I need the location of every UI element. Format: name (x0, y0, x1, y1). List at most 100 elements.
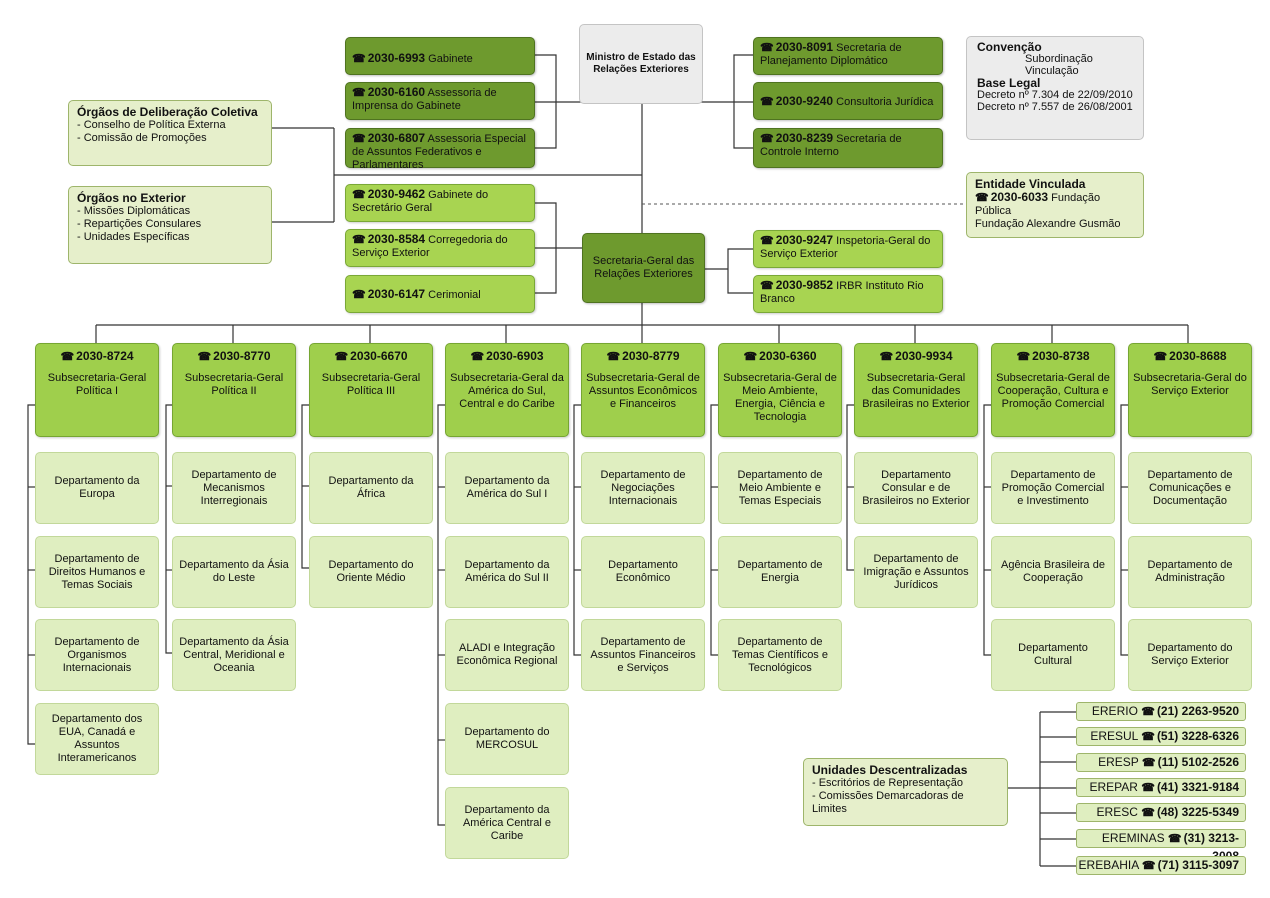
cabinet-box-press: ☎2030-6160 Assessoria de Imprensa do Gab… (345, 82, 535, 120)
phone-icon: ☎ (352, 133, 366, 145)
department-box: Departamento de Meio Ambiente e Temas Es… (718, 452, 842, 524)
legend-linkage: Vinculação (1025, 65, 1079, 77)
internal-control-box: ☎2030-8239 Secretaria de Controle Intern… (753, 128, 943, 168)
phone-number: 2030-8779 (622, 349, 680, 363)
abroad-item: - Missões Diplomáticas (77, 205, 191, 217)
decentralized-item: - Escritórios de Representação (812, 777, 964, 789)
legend-decree-2: Decreto nº 7.557 de 26/08/2001 (977, 101, 1133, 113)
phone-icon: ☎ (760, 280, 774, 292)
legend-subordination: Subordinação (1025, 53, 1093, 65)
department-label: Departamento da Ásia Central, Meridional… (179, 635, 289, 674)
department-box: Departamento de Direitos Humanos e Temas… (35, 536, 159, 608)
subsecretariat-name: Subsecretaria-Geral do Serviço Exterior (1133, 372, 1247, 397)
linked-entity-box: Entidade Vinculada ☎2030-6033 Fundação P… (966, 172, 1144, 238)
department-box: Departamento de Administração (1128, 536, 1252, 608)
phone-icon: ☎ (197, 351, 212, 363)
abroad-title: Órgãos no Exterior (77, 191, 186, 205)
sg-cabinet-box: ☎2030-9462 Gabinete do Secretário Geral (345, 184, 535, 222)
department-box: Departamento Cultural (991, 619, 1115, 691)
department-label: Departamento de Negociações Internaciona… (600, 468, 686, 507)
subsecretariat-name: Subsecretaria-Geral de Assuntos Econômic… (586, 372, 700, 410)
legend-decree-1: Decreto nº 7.304 de 22/09/2010 (977, 89, 1133, 101)
office-name: ERERIO (1091, 704, 1142, 718)
planning-box: ☎2030-8091 Secretaria de Planejamento Di… (753, 37, 943, 75)
linked-entity-title: Entidade Vinculada (975, 177, 1086, 191)
department-label: Departamento de Promoção Comercial e Inv… (1001, 468, 1105, 507)
deliberation-title: Órgãos de Deliberação Coletiva (77, 105, 258, 119)
department-label: Departamento da América do Sul II (464, 559, 550, 584)
phone-icon: ☎ (470, 351, 485, 363)
department-label: Departamento de Temas Científicos e Tecn… (732, 635, 828, 674)
phone-icon: ☎ (1141, 807, 1155, 819)
subsecretariat-name: Subsecretaria-Geral de Meio Ambiente, En… (723, 372, 837, 423)
department-box: ALADI e Integração Econômica Regional (445, 619, 569, 691)
department-label: Departamento Cultural (1018, 642, 1088, 667)
office-phone: (51) 3228-6326 (1156, 729, 1239, 743)
phone-icon: ☎ (1141, 860, 1156, 872)
department-label: Departamento de Mecanismos Interregionai… (191, 468, 277, 507)
phone-icon: ☎ (352, 234, 366, 246)
department-box: Departamento de Negociações Internaciona… (581, 452, 705, 524)
legend-box: Convenção Subordinação Vinculação Base L… (966, 36, 1144, 140)
legend-title: Convenção (977, 40, 1042, 54)
department-label: Departamento do MERCOSUL (464, 726, 550, 751)
office-name: EREMINAS (1101, 831, 1168, 845)
phone-icon: ☎ (760, 133, 774, 145)
department-label: Departamento de Imigração e Assuntos Jur… (863, 552, 969, 591)
department-box: Departamento de Assuntos Financeiros e S… (581, 619, 705, 691)
abroad-box: Órgãos no Exterior - Missões Diplomática… (68, 186, 272, 264)
department-box: Departamento dos EUA, Canadá e Assuntos … (35, 703, 159, 775)
phone-number: 2030-6903 (486, 349, 544, 363)
secretary-general-label: Secretaria-Geral das Relações Exteriores (592, 255, 695, 280)
phone-icon: ☎ (334, 351, 349, 363)
phone-icon: ☎ (352, 53, 366, 65)
department-label: Departamento da América do Sul I (464, 475, 550, 500)
department-box: Agência Brasileira de Cooperação (991, 536, 1115, 608)
linked-entity-name: Fundação Alexandre Gusmão (975, 218, 1121, 230)
department-label: Departamento de Organismos Internacionai… (54, 635, 140, 674)
phone-icon: ☎ (975, 192, 989, 204)
phone-number: 2030-6670 (350, 349, 408, 363)
phone-number: 2030-8770 (213, 349, 271, 363)
department-label: Departamento dos EUA, Canadá e Assuntos … (51, 713, 143, 764)
subsecretariat-phone: ☎2030-8779 (586, 350, 700, 364)
department-label: Departamento de Energia (737, 559, 823, 584)
cabinet-box-federative: ☎2030-6807 Assessoria Especial de Assunt… (345, 128, 535, 171)
phone-icon: ☎ (760, 96, 774, 108)
department-label: Departamento de Administração (1147, 559, 1233, 584)
phone-icon: ☎ (760, 42, 774, 54)
phone-icon: ☎ (352, 289, 366, 301)
abroad-item: - Repartições Consulares (77, 218, 202, 230)
subsecretariat-name: Subsecretaria-Geral da América do Sul, C… (450, 372, 564, 410)
office-box: EREMINAS ☎(31) 3213-3008 (1076, 829, 1246, 863)
office-phone: (41) 3321-9184 (1156, 780, 1239, 794)
minister-label: Ministro de Estado das Relações Exterior… (586, 52, 696, 75)
abroad-item: - Unidades Específicas (77, 231, 190, 243)
office-box: EREPAR ☎(41) 3321-9184 (1076, 778, 1246, 797)
phone-icon: ☎ (352, 189, 366, 201)
department-box: Departamento de Imigração e Assuntos Jur… (854, 536, 978, 608)
office-phone: (21) 2263-9520 (1156, 704, 1239, 718)
phone-icon: ☎ (1141, 757, 1156, 769)
inspectorate-box: ☎2030-9247 Inspetoria-Geral do Serviço E… (753, 230, 943, 268)
phone-icon: ☎ (1153, 351, 1168, 363)
department-label: Departamento da Ásia do Leste (179, 559, 289, 584)
department-box: Departamento da América do Sul II (445, 536, 569, 608)
office-phone: (48) 3225-5349 (1156, 805, 1239, 819)
subsecretariat-phone: ☎2030-9934 (859, 350, 973, 364)
office-name: ERESC (1096, 805, 1142, 819)
phone-icon: ☎ (1141, 731, 1155, 743)
department-box: Departamento da Ásia do Leste (172, 536, 296, 608)
department-box: Departamento de Energia (718, 536, 842, 608)
department-label: Agência Brasileira de Cooperação (1001, 559, 1105, 584)
phone-icon: ☎ (606, 351, 621, 363)
deliberation-item: - Comissão de Promoções (77, 132, 207, 144)
irbr-box: ☎2030-9852 IRBR Instituto Rio Branco (753, 275, 943, 313)
office-phone: (71) 3115-3097 (1157, 858, 1239, 872)
department-label: Departamento de Assuntos Financeiros e S… (590, 635, 696, 674)
